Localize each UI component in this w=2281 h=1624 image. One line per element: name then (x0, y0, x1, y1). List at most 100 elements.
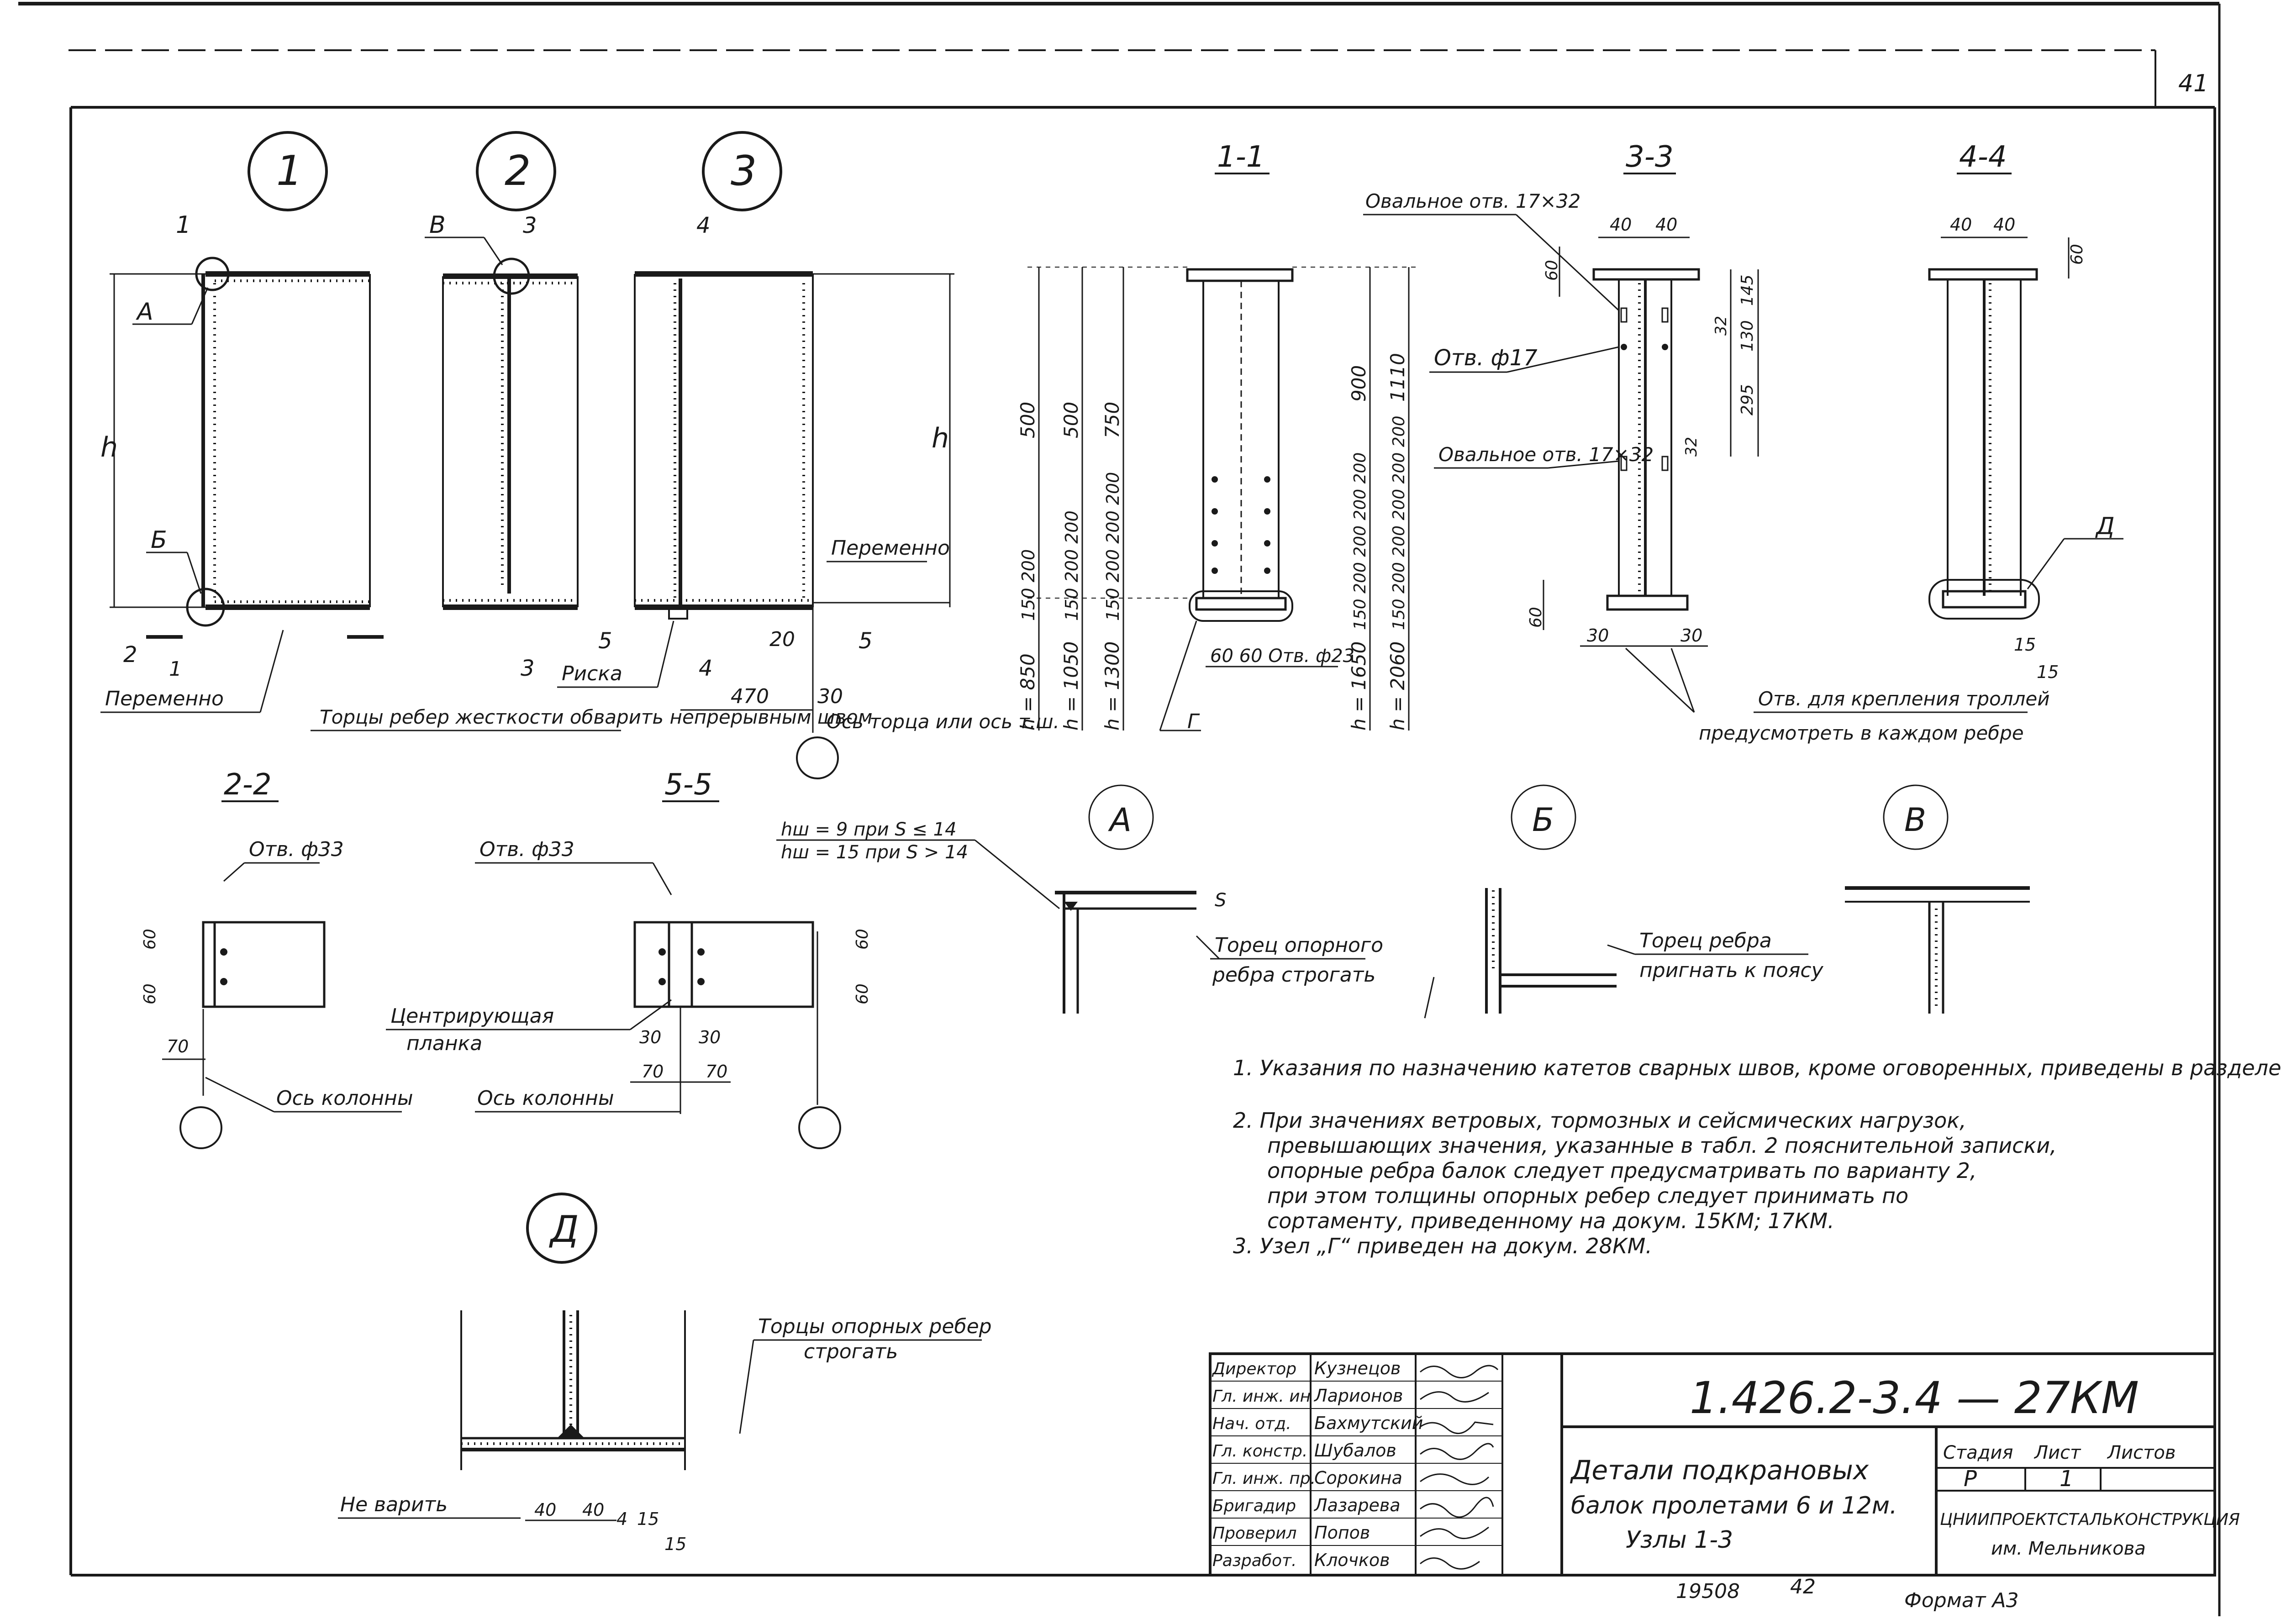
title-line-1: Детали подкрановых (1570, 1455, 1869, 1486)
section-4-4-title: 4-4 (1959, 140, 2007, 174)
s11-hr2: h = 2060 (1386, 641, 1409, 731)
view-1-top: 1 (176, 211, 191, 239)
detail-B: Б Торец ребра пригнать к поясу (1485, 784, 1824, 1014)
staff-role: Нач. отд. (1212, 1414, 1291, 1433)
view-2-note: Торцы ребер жесткости обварить непрерывн… (320, 706, 873, 728)
s11-dim-bl2: 150 200 200 (1062, 510, 1082, 621)
staff-name: Шубалов (1314, 1440, 1396, 1461)
detail-A: А S Торец опорного ребра строгать (1055, 784, 1435, 1019)
view-1-note: Переменно (105, 687, 224, 710)
bottom-number-2: 42 (1790, 1575, 1816, 1598)
staff-name: Клочков (1314, 1550, 1390, 1570)
view-3-cut5: 5 (598, 628, 612, 654)
s44-d40b: 40 (1993, 215, 2015, 235)
s55-d30a: 30 (639, 1027, 661, 1047)
view-2-circle (476, 131, 556, 211)
view-3-h: h (932, 422, 949, 454)
s11-dim-bl3: 150 200 200 200 (1103, 472, 1123, 621)
s11-hr1: h = 1650 (1348, 641, 1370, 731)
s33-d130: 130 (1738, 320, 1757, 352)
staff-name: Кузнецов (1314, 1358, 1401, 1378)
detail-D-note-2: строгать (804, 1340, 898, 1363)
s11-dim-l1: 500 (1017, 402, 1039, 438)
staff-name: Лазарева (1313, 1495, 1401, 1515)
section-1-1-dimlines-left (1027, 267, 1187, 731)
s33-note-2: предусмотреть в каждом ребре (1699, 722, 2024, 744)
detail-D-d15a: 15 (637, 1509, 659, 1529)
org-name: ЦНИИПРОЕКТСТАЛЬКОНСТРУКЦИЯ (1940, 1510, 2240, 1529)
org-sub: им. Мельникова (1991, 1538, 2146, 1559)
s33-d32a: 32 (1712, 316, 1730, 336)
view-1: 1 h 1 А Б 2 1 Переменно (100, 131, 384, 713)
s44-d40a: 40 (1950, 215, 1972, 235)
view-3-dim30: 30 (817, 685, 843, 708)
s22-hole: Отв. ф33 (249, 838, 344, 861)
s11-dim-rl2: 150 200 200 200 200 200 (1390, 416, 1408, 631)
detail-V-label: В (1904, 801, 1926, 839)
detail-A-s: S (1215, 890, 1226, 911)
s33-d60b: 60 (1527, 607, 1545, 628)
view-3-cut5b: 5 (859, 628, 873, 654)
note-line-4: опорные ребра балок следует предусматрив… (1267, 1158, 1977, 1183)
detail-D-label: Д (549, 1208, 579, 1251)
note-line-6: сортаменту, приведенному на докум. 15КМ;… (1267, 1209, 1834, 1233)
s33-d40b: 40 (1655, 215, 1677, 235)
s11-dim-l2: 500 (1060, 402, 1082, 438)
s33-d60: 60 (1543, 260, 1561, 281)
note-line-3: превышающих значения, указанные в табл. … (1267, 1133, 2057, 1158)
view-2: 2 В 3 3 Торцы ребер жесткости обварить н… (311, 131, 873, 731)
detail-V: В (1845, 784, 2030, 1014)
section-5-5: 5-5 Отв. ф33 hш = 9 при S ≤ 14 hш = 15 п… (386, 768, 1060, 1149)
view-2-label: 2 (505, 147, 531, 195)
detail-D-note-1: Торцы опорных ребер (758, 1315, 992, 1338)
view-3-4: 4 (696, 213, 711, 238)
detail-D-d40b: 40 (582, 1500, 604, 1520)
section-2-2-title: 2-2 (224, 768, 272, 802)
s33-d40a: 40 (1610, 215, 1632, 235)
s33-oval-bottom: Овальное отв. 17×32 (1438, 443, 1654, 466)
view-2-V: В (429, 211, 446, 239)
detail-D-weld: Не варить (340, 1493, 448, 1516)
staff-name: Сорокина (1314, 1468, 1402, 1488)
section-1-1-holes (1212, 476, 1270, 574)
s33-d295: 295 (1738, 384, 1757, 415)
format-label: Формат А3 (1904, 1589, 2019, 1612)
s44-d15a: 15 (2014, 635, 2036, 655)
section-1-1-title: 1-1 (1217, 140, 1265, 174)
note-line-7: 3. Узел „Г“ приведен на докум. 28КМ. (1233, 1234, 1652, 1258)
s11-dim-r1: 900 (1348, 365, 1370, 402)
staff-role: Директор (1212, 1360, 1296, 1378)
staff-role: Гл. инж. пр. (1212, 1469, 1316, 1488)
general-notes: 1. Указания по назначению катетов сварны… (1233, 1056, 2281, 1258)
s33-d145: 145 (1738, 274, 1757, 306)
s33-d32b: 32 (1682, 437, 1701, 457)
s11-dim-rl1: 150 200 200 200 200 (1351, 452, 1370, 630)
note-line-5: при этом толщины опорных ребер следует п… (1267, 1183, 1908, 1208)
view-1-cut: 2 (123, 642, 137, 667)
view-1-A: А (136, 298, 153, 326)
view-3-cut4: 4 (699, 656, 713, 681)
s44-d15b: 15 (2037, 662, 2059, 682)
detail-A-note-1: Торец опорного (1215, 934, 1383, 957)
staff-role: Гл. инж. ин (1212, 1387, 1311, 1406)
s55-d70b: 70 (706, 1062, 727, 1082)
view-2-3: 3 (523, 213, 537, 238)
title-block: 1.426.2-3.4 — 27КМ Детали подкрановых ба… (1209, 1352, 2240, 1577)
detail-B-label: Б (1532, 801, 1554, 839)
note-line-1: 1. Указания по назначению катетов сварны… (1233, 1056, 2281, 1080)
section-1-1-dimlines-right (1292, 267, 1416, 731)
note-line-2: 2. При значениях ветровых, тормозных и с… (1233, 1108, 1966, 1133)
title-line-3: Узлы 1-3 (1626, 1526, 1733, 1554)
s55-hole: Отв. ф33 (479, 838, 574, 861)
staff-name: Бахмутский (1314, 1413, 1423, 1433)
stage-head: Стадия (1943, 1442, 2013, 1463)
s11-h1: h = 850 (1017, 653, 1039, 731)
signatures (1420, 1365, 1499, 1570)
view-3-dim20: 20 (769, 628, 795, 651)
s55-plate-1: Центрирующая (390, 1004, 554, 1028)
view-1-h: h (100, 431, 118, 463)
view-1-B: Б (151, 526, 167, 554)
s55-hw1: hш = 9 при S ≤ 14 (781, 819, 957, 840)
s11-dim-r2: 1110 (1386, 353, 1409, 402)
